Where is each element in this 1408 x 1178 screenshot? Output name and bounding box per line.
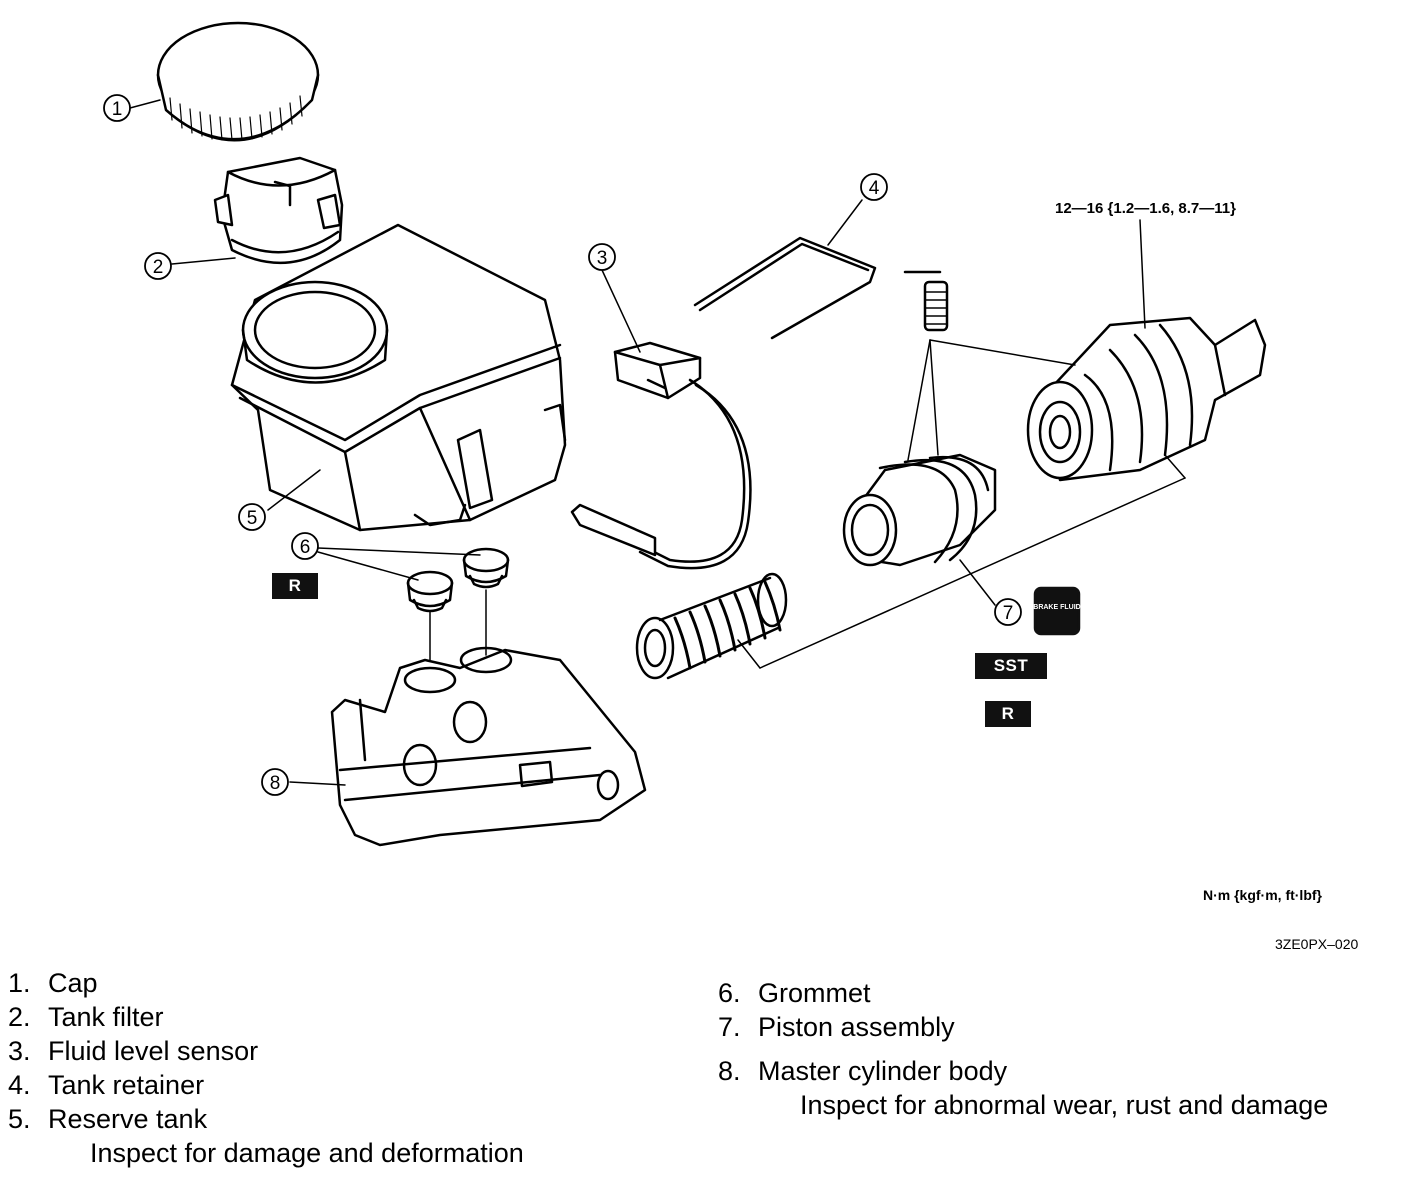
- replace-badge-piston: R: [985, 701, 1031, 727]
- legend-item-tank-filter: 2.Tank filter: [8, 1002, 164, 1032]
- svg-text:8: 8: [270, 773, 281, 794]
- exploded-view-diagram: 1 2 3 4 5 6 7 8 BRAKE FLUID: [103, 21, 1267, 847]
- sst-badge: SST: [975, 653, 1047, 679]
- part-secondary-piston: [1026, 316, 1267, 482]
- part-reserve-tank: [230, 223, 567, 532]
- callout-8: 8: [261, 768, 289, 796]
- replace-badge-grommet: R: [272, 573, 318, 599]
- callout-3: 3: [588, 243, 616, 271]
- legend-item-tank-retainer: 4.Tank retainer: [8, 1070, 205, 1100]
- callout-5: 5: [238, 503, 266, 531]
- figure-code: 3ZE0PX–020: [1275, 936, 1359, 952]
- part-cap: [156, 21, 320, 142]
- legend-left: 1.Cap 2.Tank filter 3.Fluid level sensor…: [8, 966, 524, 1170]
- svg-text:6: 6: [300, 537, 311, 558]
- part-fluid-level-sensor: [570, 341, 752, 570]
- svg-text:2: 2: [153, 257, 164, 278]
- part-tank-filter: [213, 156, 344, 265]
- callout-6: 6: [291, 532, 319, 560]
- callout-2: 2: [144, 252, 172, 280]
- part-grommets: [406, 547, 510, 676]
- part-tank-retainer: [693, 236, 877, 340]
- svg-text:1: 1: [112, 99, 123, 120]
- callout-1: 1: [103, 94, 131, 122]
- leader-lines: [129, 99, 1186, 786]
- svg-text:4: 4: [869, 178, 880, 199]
- callout-4: 4: [860, 173, 888, 201]
- legend-right: 6.Grommet 7.Piston assembly 8.Master cyl…: [718, 976, 1328, 1122]
- legend-item-reserve-tank: 5.Reserve tank: [8, 1104, 208, 1134]
- svg-text:7: 7: [1003, 603, 1014, 624]
- part-stopper-bolt: [903, 270, 949, 332]
- svg-text:3: 3: [597, 248, 608, 269]
- legend-note-master-cylinder-body: Inspect for abnormal wear, rust and dama…: [800, 1090, 1329, 1120]
- svg-text:BRAKE FLUID: BRAKE FLUID: [1033, 604, 1080, 611]
- legend-item-grommet: 6.Grommet: [718, 978, 871, 1008]
- legend-note-reserve-tank: Inspect for damage and deformation: [90, 1138, 524, 1168]
- legend-item-fluid-level-sensor: 3.Fluid level sensor: [8, 1036, 259, 1066]
- legend-item-piston-assembly: 7.Piston assembly: [718, 1012, 955, 1042]
- legend-item-cap: 1.Cap: [8, 968, 98, 998]
- part-master-cylinder-body: [330, 646, 647, 847]
- part-primary-piston: [842, 453, 997, 567]
- unit-label: N·m {kgf·m, ft·lbf}: [1203, 887, 1322, 903]
- svg-text:5: 5: [247, 508, 258, 529]
- callout-7: 7: [994, 598, 1022, 626]
- legend-item-master-cylinder-body: 8.Master cylinder body: [718, 1056, 1008, 1086]
- brake-fluid-icon: BRAKE FLUID: [1033, 586, 1081, 636]
- part-piston-spring: [635, 572, 788, 680]
- torque-spec: 12—16 {1.2—1.6, 8.7—11}: [1055, 200, 1236, 217]
